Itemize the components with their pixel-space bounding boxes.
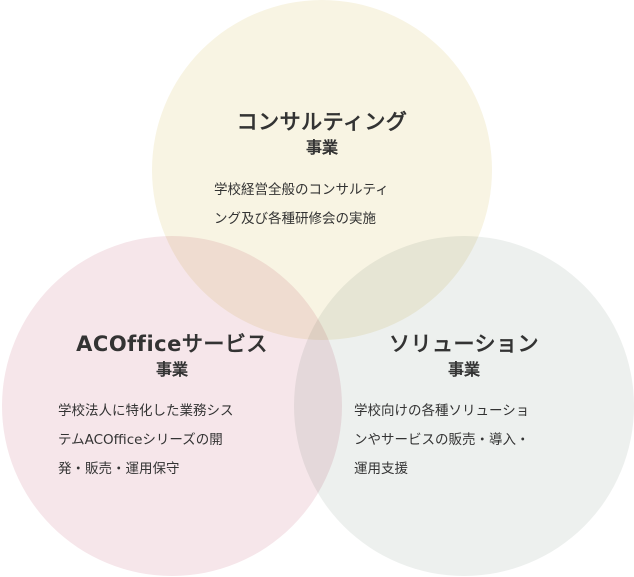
acoffice-description-line: 学校法人に特化した業務シス — [58, 403, 234, 419]
acoffice-title: ACOfficeサービス — [76, 332, 268, 356]
acoffice-subtitle: 事業 — [155, 360, 188, 379]
solution-description-line: 運用支援 — [354, 461, 408, 477]
consulting-description-line: 学校経営全般のコンサルティ — [214, 182, 389, 198]
consulting-heading: コンサルティング 事業 — [162, 108, 482, 160]
consulting-subtitle: 事業 — [305, 138, 338, 157]
solution-description: 学校向けの各種ソリューショ ンやサービスの販売・導入・ 運用支援 — [354, 397, 604, 484]
consulting-description: 学校経営全般のコンサルティ ング及び各種研修会の実施 — [214, 176, 454, 234]
acoffice-description: 学校法人に特化した業務シス テムACOfficeシリーズの開 発・販売・運用保守 — [58, 397, 308, 484]
acoffice-description-line: 発・販売・運用保守 — [58, 461, 180, 477]
consulting-description-line: ング及び各種研修会の実施 — [214, 211, 376, 227]
solution-description-line: ンやサービスの販売・導入・ — [354, 432, 530, 448]
solution-description-line: 学校向けの各種ソリューショ — [354, 403, 530, 419]
consulting-title: コンサルティング — [236, 110, 408, 134]
solution-title: ソリューション — [388, 332, 540, 356]
solution-heading: ソリューション 事業 — [304, 330, 624, 382]
solution-subtitle: 事業 — [447, 360, 480, 379]
acoffice-description-line: テムACOfficeシリーズの開 — [58, 432, 223, 448]
solution-circle — [294, 236, 634, 576]
acoffice-circle — [2, 236, 342, 576]
acoffice-heading: ACOfficeサービス 事業 — [12, 330, 332, 382]
